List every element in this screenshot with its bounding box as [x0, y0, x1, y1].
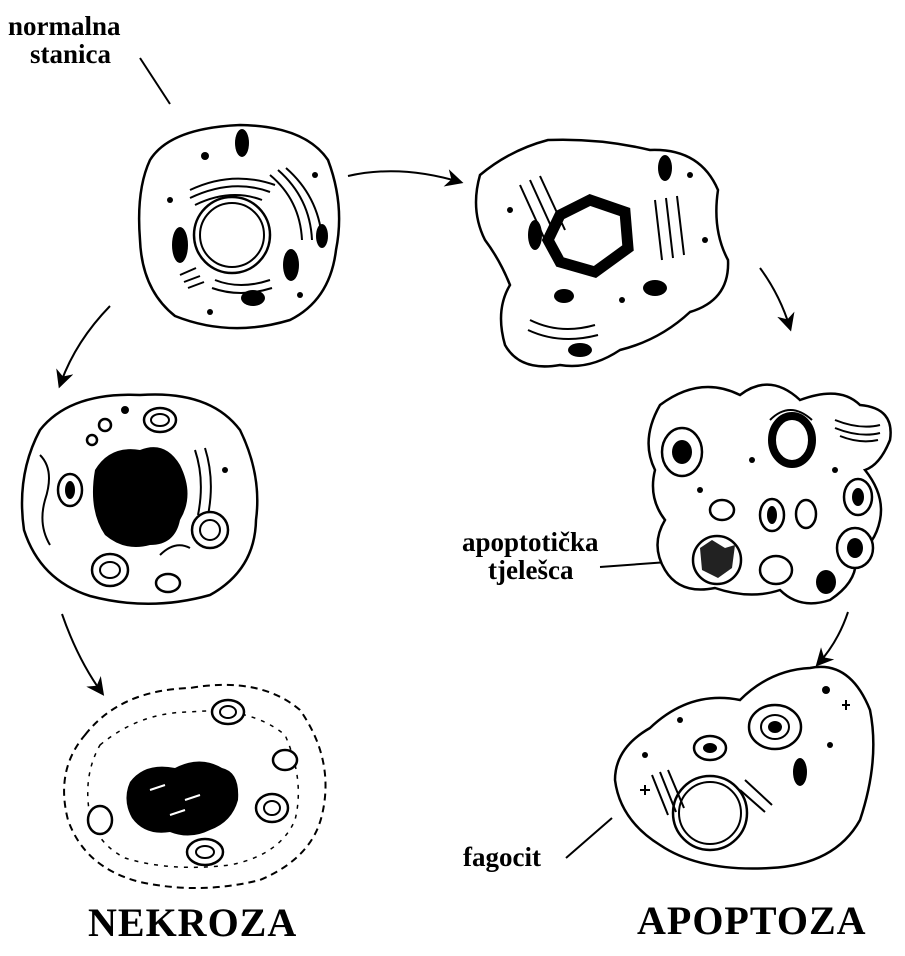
phagocyte-label: fagocit — [463, 843, 541, 871]
clumped-nucleus — [93, 447, 188, 547]
necrotic-cell — [64, 685, 325, 888]
shrunken-cell — [476, 140, 728, 367]
normal-cell-label: normalna stanica — [8, 12, 121, 69]
normal-cell-label-line2: stanica — [30, 40, 121, 68]
phagocyte-pointer — [566, 818, 612, 858]
apoptosis-title: APOPTOZA — [637, 900, 867, 942]
arrow-shrunken-to-fragmented — [760, 268, 790, 328]
arrow-swollen-to-necrotic — [62, 614, 102, 693]
phagocyte-cell — [615, 667, 873, 869]
apoptotic-bodies-pointer — [600, 562, 668, 567]
apoptotic-bodies — [649, 385, 891, 604]
normal-cell — [139, 125, 339, 328]
swollen-cell — [22, 394, 257, 603]
normal-cell-pointer — [140, 58, 170, 104]
necrosis-title: NEKROZA — [88, 902, 297, 944]
arrow-normal-to-shrunken — [348, 171, 460, 182]
normal-cell-label-line1: normalna — [8, 12, 121, 40]
apoptotic-bodies-label-line1: apoptotička — [462, 528, 599, 556]
condensed-nucleus — [548, 200, 628, 272]
apoptotic-bodies-label-line2: tjelešca — [488, 556, 599, 584]
arrow-normal-to-swollen — [60, 306, 110, 385]
arrow-fragmented-to-phagocyte — [818, 612, 848, 664]
apoptotic-bodies-label: apoptotička tjelešca — [462, 528, 599, 585]
normal-nucleus — [194, 197, 270, 273]
phagocyte-nucleus — [673, 776, 747, 850]
